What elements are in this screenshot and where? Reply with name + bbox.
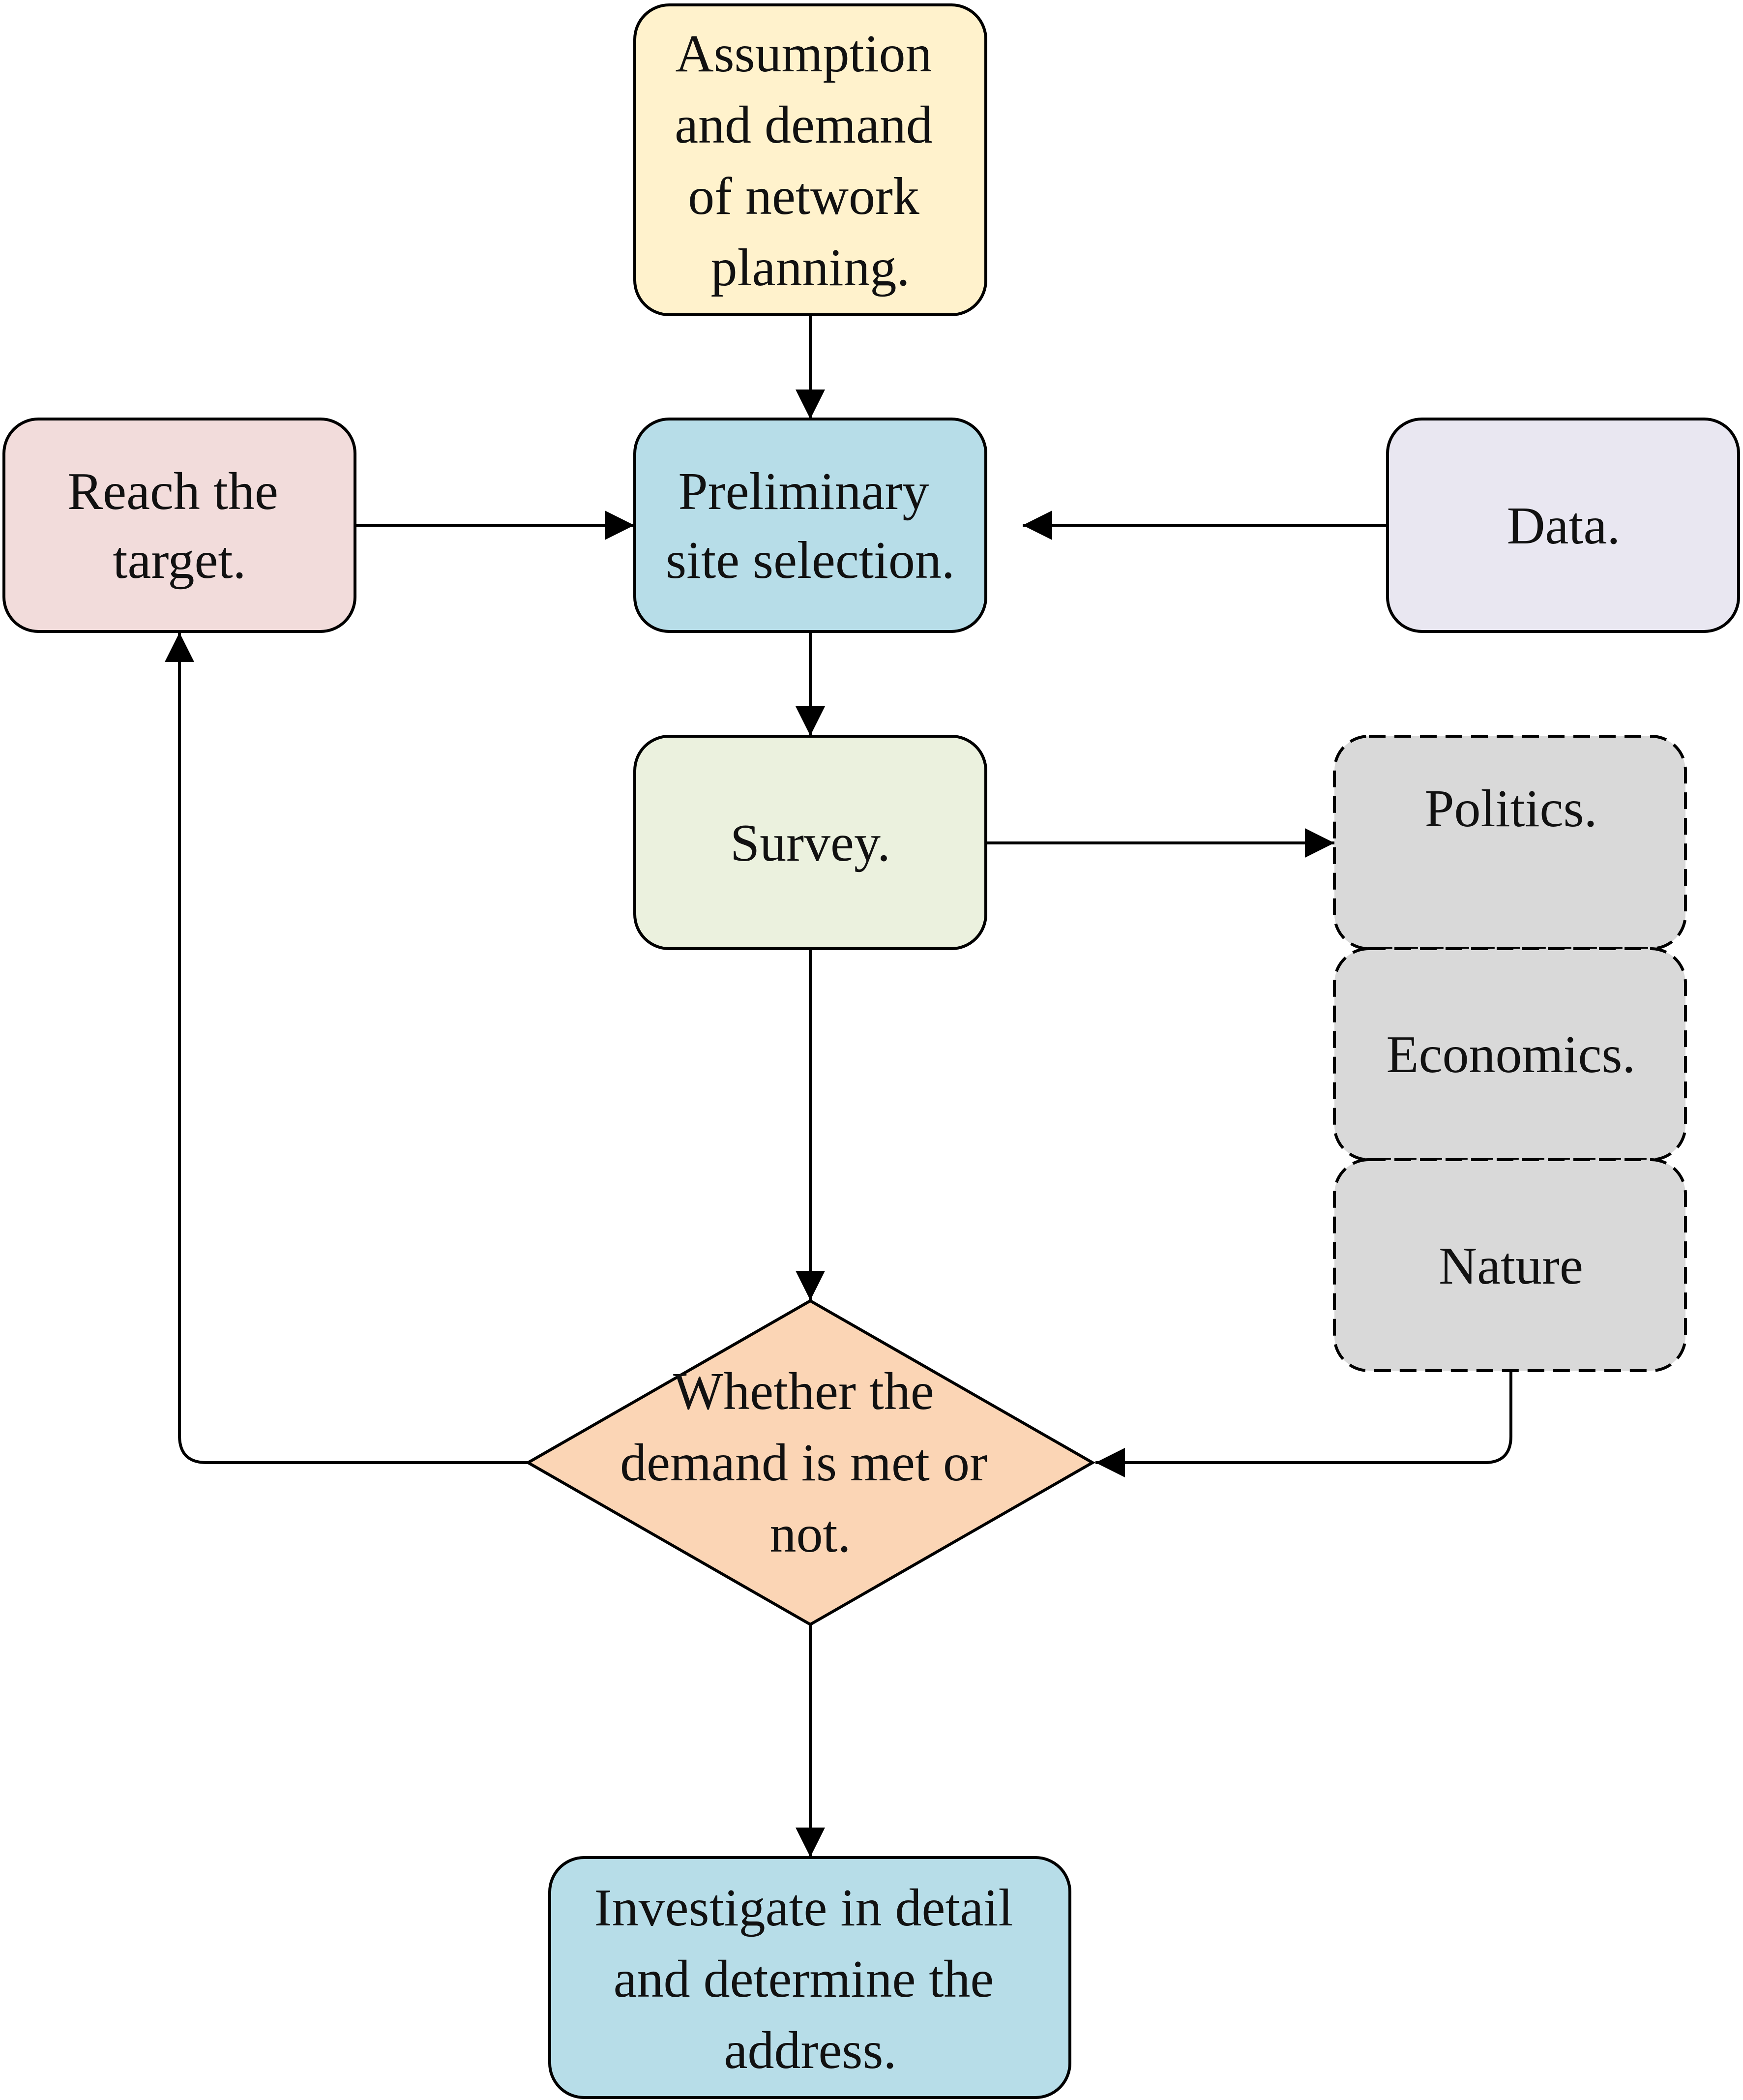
arrowhead-down-investigate [796,1828,825,1857]
node-reach-box [2,418,356,633]
node-preliminary-box [633,418,987,633]
node-economics-label: Economics. [1387,1025,1636,1084]
node-investigate-box [548,1856,1071,2099]
arrowhead-down-decision [796,1271,825,1300]
node-politics-box [1333,735,1687,950]
node-reach-label: Reach the target. [67,462,292,590]
node-decision-diamond [525,1299,1096,1626]
arrowhead-down-preliminary [796,390,825,419]
arrowhead-right-preliminary [605,510,634,540]
arrowhead-right-politics [1305,828,1334,858]
node-investigate-label: Investigate in detail and determine the … [594,1879,1027,2080]
arrowhead-left-preliminary [1023,510,1052,540]
node-survey-box [633,735,987,950]
arrowhead-up-reach [165,632,194,662]
node-nature-label: Nature [1439,1237,1583,1295]
node-nature-box [1333,1158,1687,1372]
node-data-label: Data. [1507,497,1621,555]
node-data-box [1386,418,1740,633]
arrowhead-down-survey [796,706,825,736]
node-decision-label: Whether the demand is met or not. [620,1362,1001,1563]
node-survey-label: Survey. [730,814,890,872]
node-assumption-box [633,3,987,316]
arrow-decision-to-reach [178,632,528,1464]
node-preliminary-label: Preliminary site selection. [666,462,955,590]
node-assumption-label: Assumption and demand of network plannin… [675,25,946,297]
node-politics-label: Politics. [1424,780,1597,838]
arrowhead-left-decision [1095,1448,1125,1477]
arrow-nature-to-decision [1095,1371,1512,1464]
